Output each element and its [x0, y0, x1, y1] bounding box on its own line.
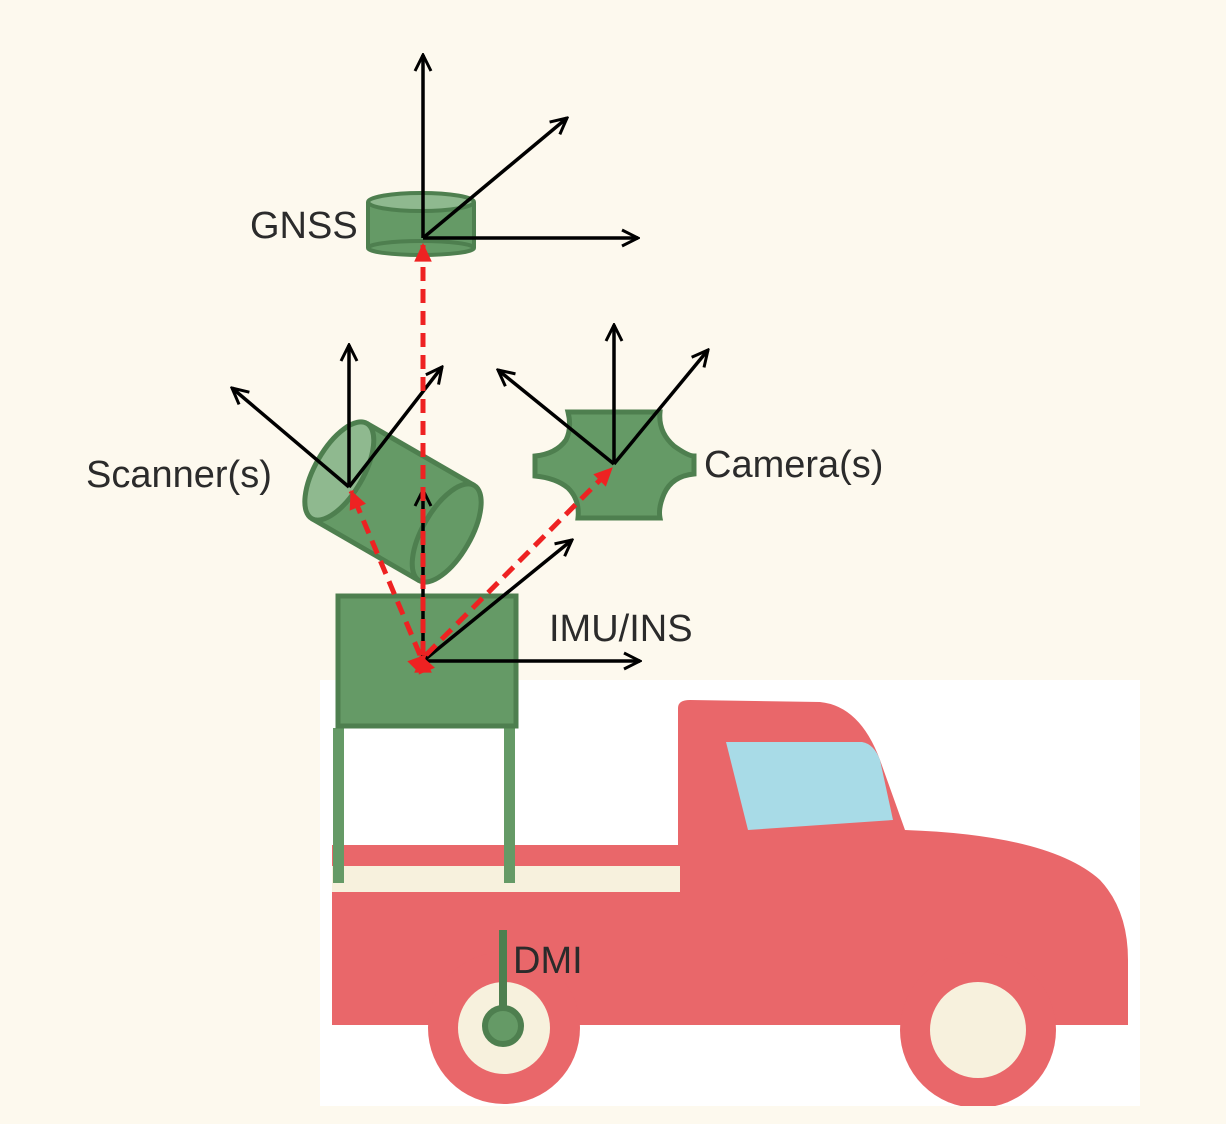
dmi-label: DMI — [513, 940, 583, 982]
scanner-label: Scanner(s) — [86, 454, 272, 496]
scanner-axis-x-arrow — [232, 388, 351, 489]
gnss-label: GNSS — [250, 205, 358, 247]
dmi-sensor — [482, 930, 524, 1047]
lever-arms — [348, 242, 614, 675]
front-wheel — [900, 952, 1056, 1108]
camera-axis-x-arrow — [498, 370, 616, 466]
truck-window — [726, 742, 893, 830]
camera-frame-axes — [498, 325, 708, 466]
camera-label: Camera(s) — [704, 444, 883, 486]
truck — [320, 700, 1160, 1124]
scanner-body — [302, 419, 484, 585]
imu-label: IMU/INS — [549, 608, 693, 650]
camera-axis-y-arrow — [612, 350, 708, 466]
mount-legs — [333, 728, 515, 883]
gnss-axis-y-arrow — [421, 118, 567, 240]
gnss-frame-axes — [423, 55, 638, 238]
